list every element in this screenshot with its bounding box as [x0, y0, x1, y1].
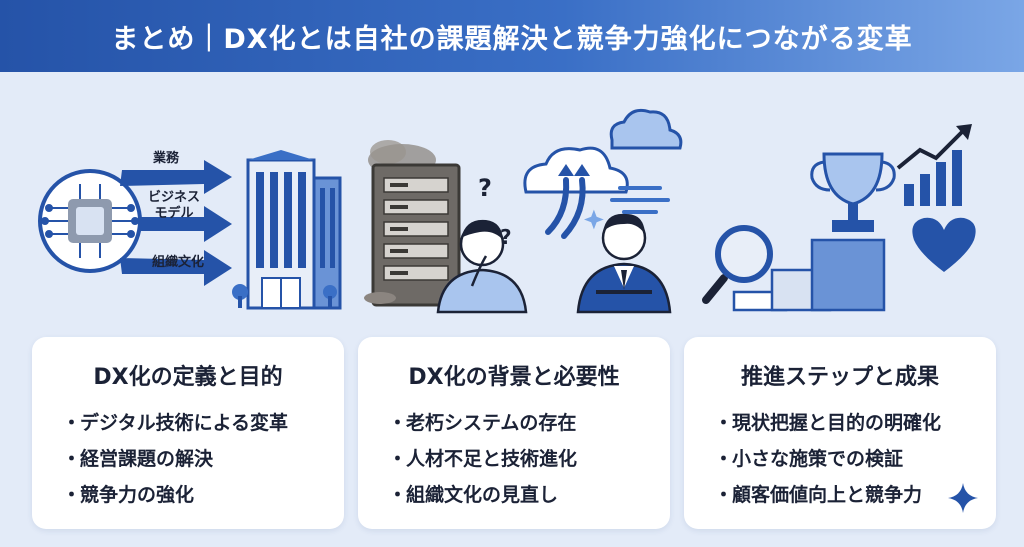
podium-steps-icon [732, 238, 886, 312]
card-background: DX化の背景と必要性 ・老朽システムの存在 ・人材不足と技術進化 ・組織文化の見… [358, 337, 670, 529]
arrow-label-business: 業務 [152, 150, 180, 166]
card-list: ・デジタル技術による変革 ・経営課題の解決 ・競争力の強化 [62, 407, 288, 515]
illustration-area: 業務 ビジネスモデル 組織文化 [38, 108, 976, 314]
sparkle-icon [948, 483, 978, 513]
list-item: ・現状把握と目的の明確化 [714, 412, 942, 434]
arrow-label-line: ビジネス [148, 189, 200, 205]
confident-person-icon [576, 209, 672, 314]
heart-icon [912, 217, 976, 272]
arrow-label-model: ビジネスモデル [148, 189, 200, 221]
list-item: ・人材不足と技術進化 [388, 448, 578, 470]
arrow-label-culture: 組織文化 [152, 254, 204, 270]
list-item: ・組織文化の見直し [388, 484, 559, 506]
card-list: ・現状把握と目的の明確化 ・小さな施策での検証 ・顧客価値向上と競争力 [714, 407, 941, 515]
card-steps: 推進ステップと成果 ・現状把握と目的の明確化 ・小さな施策での検証 ・顧客価値向… [684, 337, 996, 529]
chip-icon [38, 169, 142, 273]
page-title: まとめ｜DX化とは自社の課題解決と競争力強化につながる変革 [111, 23, 913, 55]
header-banner: まとめ｜DX化とは自社の課題解決と競争力強化につながる変革 [0, 0, 1024, 72]
legacy-server-icon [364, 140, 461, 307]
card-title: 推進ステップと成果 [740, 365, 939, 390]
arrow-label-line: モデル [154, 205, 193, 221]
confused-person-icon [436, 219, 528, 314]
list-item: ・顧客価値向上と競争力 [714, 484, 923, 506]
list-item: ・デジタル技術による変革 [62, 412, 289, 434]
card-title: DX化の背景と必要性 [408, 365, 620, 390]
growth-chart-icon [896, 124, 972, 206]
magnifier-icon [702, 225, 773, 304]
office-building-icon [232, 150, 342, 310]
arrow-business [120, 160, 232, 194]
question-mark-2: ? [500, 225, 512, 249]
cloud-sync-icon [523, 108, 683, 239]
list-item: ・小さな施策での検証 [714, 448, 904, 470]
list-item: ・競争力の強化 [62, 484, 195, 506]
arrow-culture [120, 250, 232, 286]
card-definition: DX化の定義と目的 ・デジタル技術による変革 ・経営課題の解決 ・競争力の強化 [32, 337, 344, 529]
list-item: ・老朽システムの存在 [388, 412, 577, 434]
trophy-icon [810, 152, 896, 232]
list-item: ・経営課題の解決 [62, 448, 214, 470]
question-mark-1: ? [478, 174, 492, 202]
card-list: ・老朽システムの存在 ・人材不足と技術進化 ・組織文化の見直し [388, 407, 577, 515]
arrow-model [140, 206, 232, 242]
card-title: DX化の定義と目的 [93, 365, 283, 390]
